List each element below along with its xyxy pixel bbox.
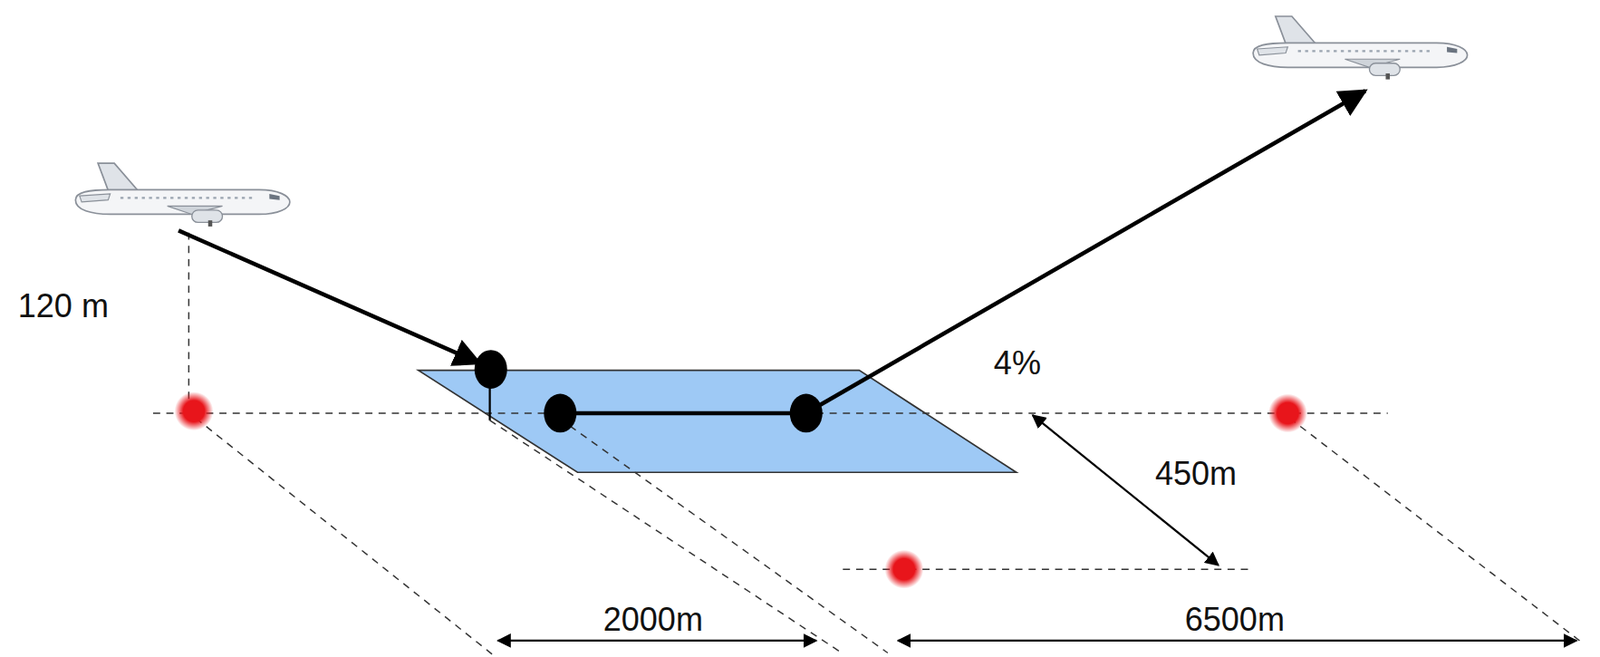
- climb-path: [816, 90, 1366, 407]
- distance-dimension: [897, 639, 1577, 642]
- red-markers: [174, 391, 1308, 588]
- lateral-distance-label: 450m: [1155, 456, 1237, 490]
- path-points: [474, 349, 823, 433]
- runway: [418, 370, 1017, 473]
- departing-aircraft: [1253, 16, 1468, 80]
- runway-length-label: 2000m: [603, 602, 704, 636]
- landing-aircraft: [75, 163, 290, 227]
- approach-path: [178, 230, 480, 363]
- height-label: 120 m: [18, 289, 109, 323]
- lateral-dimension: [1032, 414, 1219, 565]
- reference-lines: [153, 232, 1581, 657]
- ground-roll: [559, 411, 807, 416]
- gradient-label: 4%: [993, 346, 1041, 380]
- runway-dimension: [498, 639, 817, 642]
- distance-label: 6500m: [1185, 602, 1285, 636]
